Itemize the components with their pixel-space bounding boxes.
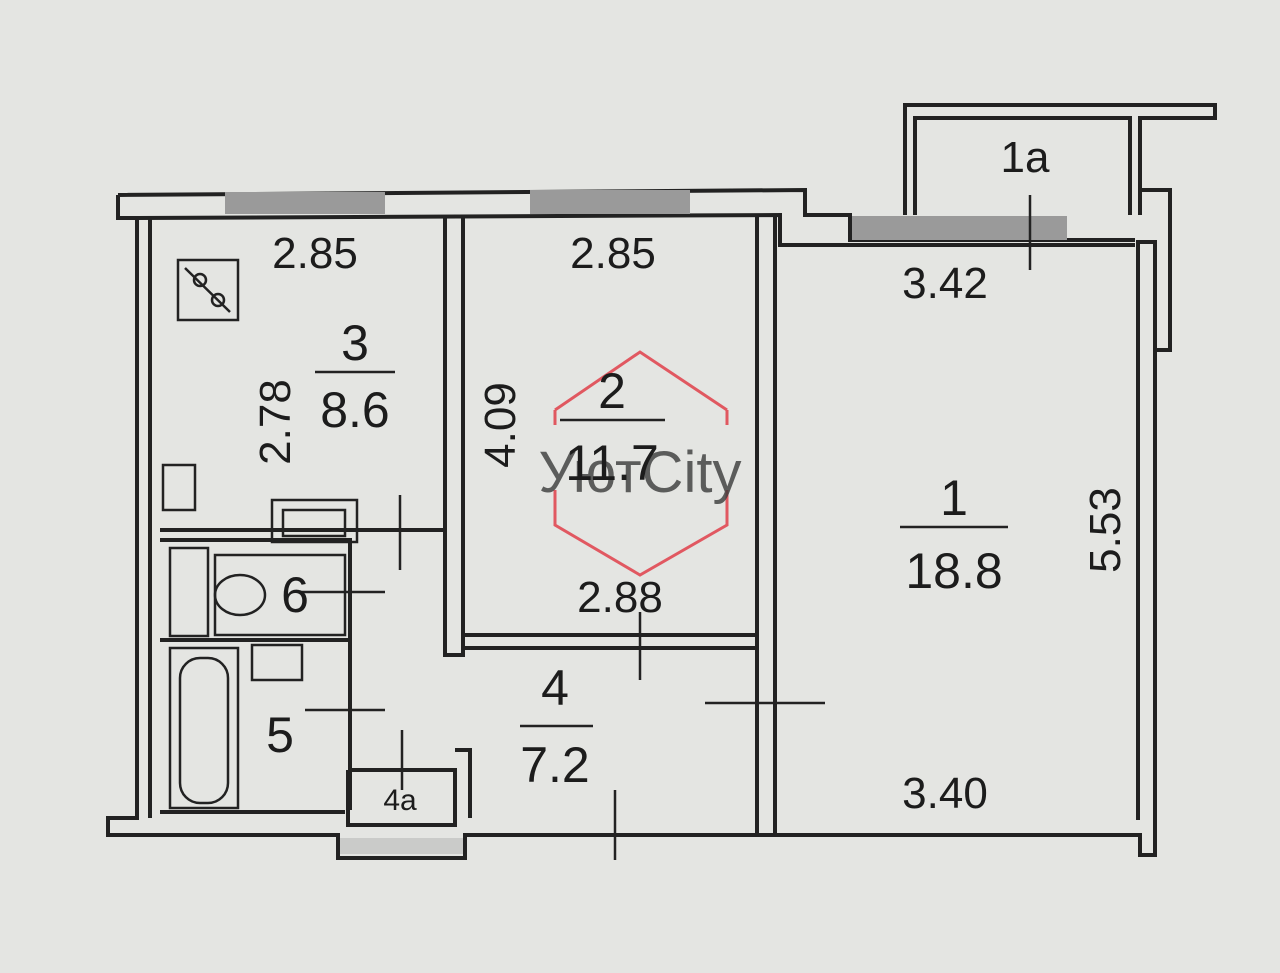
room-3-side-dim: 2.78 (251, 379, 300, 465)
radiator-icon (161, 463, 197, 512)
bathtub-icon (168, 646, 240, 810)
room-1-top-dim: 3.42 (902, 259, 988, 308)
window-room-1 (852, 216, 1067, 240)
room-2-bottom-dim: 2.88 (577, 573, 663, 622)
room-3-number: 3 (341, 315, 369, 371)
room-5-number: 5 (266, 707, 294, 763)
room-6-number: 6 (281, 567, 309, 623)
room-3-top-dim: 2.85 (272, 229, 358, 278)
bath-sink-icon (250, 643, 304, 682)
toilet-icon (213, 553, 347, 637)
fixtures (161, 258, 359, 810)
room-4-area: 7.2 (520, 737, 590, 793)
section-marks (300, 195, 1032, 860)
room-2-number: 2 (598, 363, 626, 419)
watermark-text: УютCity (539, 440, 742, 505)
room-1a-number: 1a (1001, 133, 1050, 182)
watermark: УютCity (539, 350, 742, 577)
walls (106, 103, 1217, 860)
room-3-area: 8.6 (320, 382, 390, 438)
room-1-number: 1 (940, 470, 968, 526)
window-kitchen-vent (340, 838, 463, 854)
room-2-side-dim: 4.09 (476, 382, 525, 468)
room-2-top-dim: 2.85 (570, 229, 656, 278)
window-room-2 (530, 190, 690, 214)
room-1-side-dim: 5.53 (1081, 487, 1130, 573)
sink-kitchen-icon (270, 498, 359, 544)
room-1-bottom-dim: 3.40 (902, 769, 988, 818)
room-1-area: 18.8 (905, 543, 1002, 599)
window-room-3 (225, 192, 385, 214)
toilet-tank-icon (168, 546, 210, 638)
room-4-number: 4 (541, 660, 569, 716)
room-2-area: 11.7 (565, 435, 659, 491)
room-4a-number: 4a (383, 784, 417, 817)
stove-icon (176, 258, 240, 322)
